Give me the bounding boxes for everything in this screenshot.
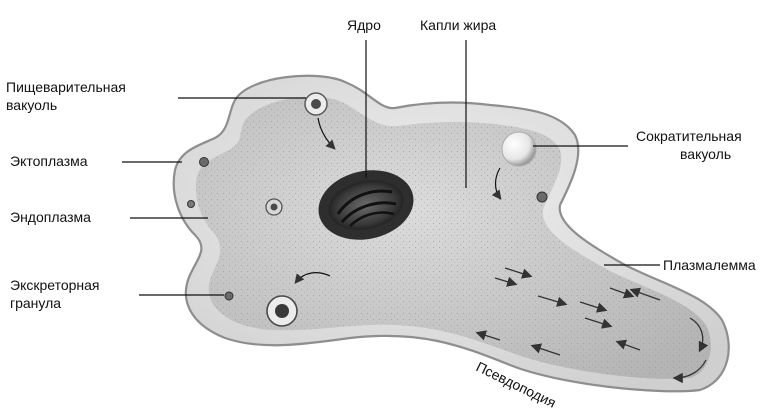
label-excretory-granule: Экскреторная гранула [10, 277, 103, 311]
granule [188, 201, 195, 208]
label-contractile-vacuole-line1: Сократительная [636, 128, 742, 144]
label-plasmalemma: Плазмалемма [663, 257, 756, 273]
label-fat-droplets: Капли жира [420, 17, 496, 33]
label-digestive-vacuole-line2: вакуоль [6, 97, 57, 113]
label-contractile-vacuole: Сократительная вакуоль [636, 128, 746, 162]
granule [200, 158, 209, 167]
fat-droplet [537, 192, 547, 202]
digestive-vacuole-bottom [267, 296, 297, 326]
digestive-vacuole-mid [266, 199, 282, 215]
contractile-vacuole [502, 132, 536, 166]
label-nucleus: Ядро [347, 17, 381, 33]
label-excretory-granule-line1: Экскреторная [10, 277, 100, 293]
excretory-granule [225, 292, 233, 300]
label-contractile-vacuole-line2: вакуоль [680, 146, 731, 162]
label-excretory-granule-line2: гранула [10, 295, 61, 311]
label-digestive-vacuole-line1: Пищеварительная [6, 79, 126, 95]
label-endoplasm: Эндоплазма [10, 209, 91, 225]
label-ectoplasm: Эктоплазма [10, 153, 88, 169]
digestive-vacuole-top [305, 93, 327, 115]
label-digestive-vacuole: Пищеварительная вакуоль [6, 79, 130, 113]
